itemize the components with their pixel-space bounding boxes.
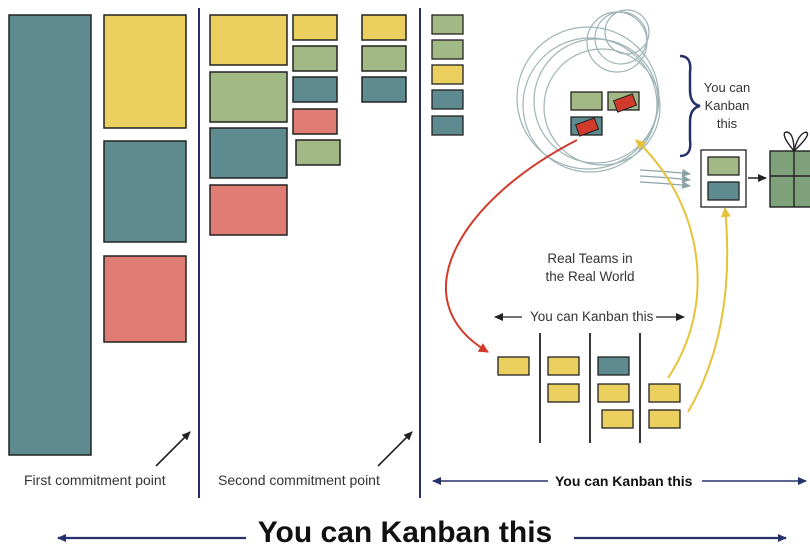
card: [570, 91, 603, 111]
curved-arrow-icon: [687, 207, 731, 413]
card: [547, 383, 580, 403]
arrow-up-right-icon: [377, 431, 413, 467]
card: [707, 181, 740, 201]
card-large-teal: [8, 14, 92, 456]
card-yellow: [103, 14, 187, 129]
gift-icon: [769, 131, 810, 208]
card-in-progress: [612, 93, 638, 113]
card: [648, 409, 681, 429]
product-column: [209, 14, 413, 467]
card: [292, 76, 338, 103]
card: [597, 356, 630, 376]
card: [431, 115, 464, 136]
team-board-span-label: You can Kanban this: [530, 309, 654, 324]
brace-label: You can Kanban this: [703, 80, 751, 131]
team-board: [497, 333, 681, 443]
card-in-progress: [574, 117, 600, 137]
card: [209, 127, 288, 179]
portfolio-column: [8, 14, 191, 467]
panel-kanban-label: You can Kanban this: [555, 473, 693, 489]
curved-arrow-icon: [635, 139, 699, 379]
card: [707, 156, 740, 176]
card: [209, 71, 288, 123]
card-teal: [103, 140, 187, 243]
card: [597, 383, 630, 403]
brace-icon: [679, 54, 701, 158]
card: [431, 64, 464, 85]
arrow-up-right-icon: [155, 431, 191, 467]
card: [431, 89, 464, 110]
card: [295, 139, 341, 166]
team-column: [431, 9, 810, 485]
card: [361, 14, 407, 41]
card: [601, 409, 634, 429]
card: [292, 108, 338, 135]
card: [292, 45, 338, 72]
card: [431, 14, 464, 35]
overall-title: You can Kanban this: [0, 516, 810, 550]
card: [361, 76, 407, 103]
second-commitment-label: Second commitment point: [218, 472, 380, 488]
real-teams-label: Real Teams in the Real World: [545, 251, 635, 284]
first-commitment-label: First commitment point: [24, 472, 166, 488]
card: [497, 356, 530, 376]
curved-arrow-icon: [445, 139, 578, 353]
card: [431, 39, 464, 60]
overall-title-text: You can Kanban this: [245, 516, 565, 549]
card: [648, 383, 681, 403]
card: [547, 356, 580, 376]
card: [292, 14, 338, 41]
card-red: [103, 255, 187, 343]
card: [361, 45, 407, 72]
card: [209, 14, 288, 66]
card: [209, 184, 288, 236]
